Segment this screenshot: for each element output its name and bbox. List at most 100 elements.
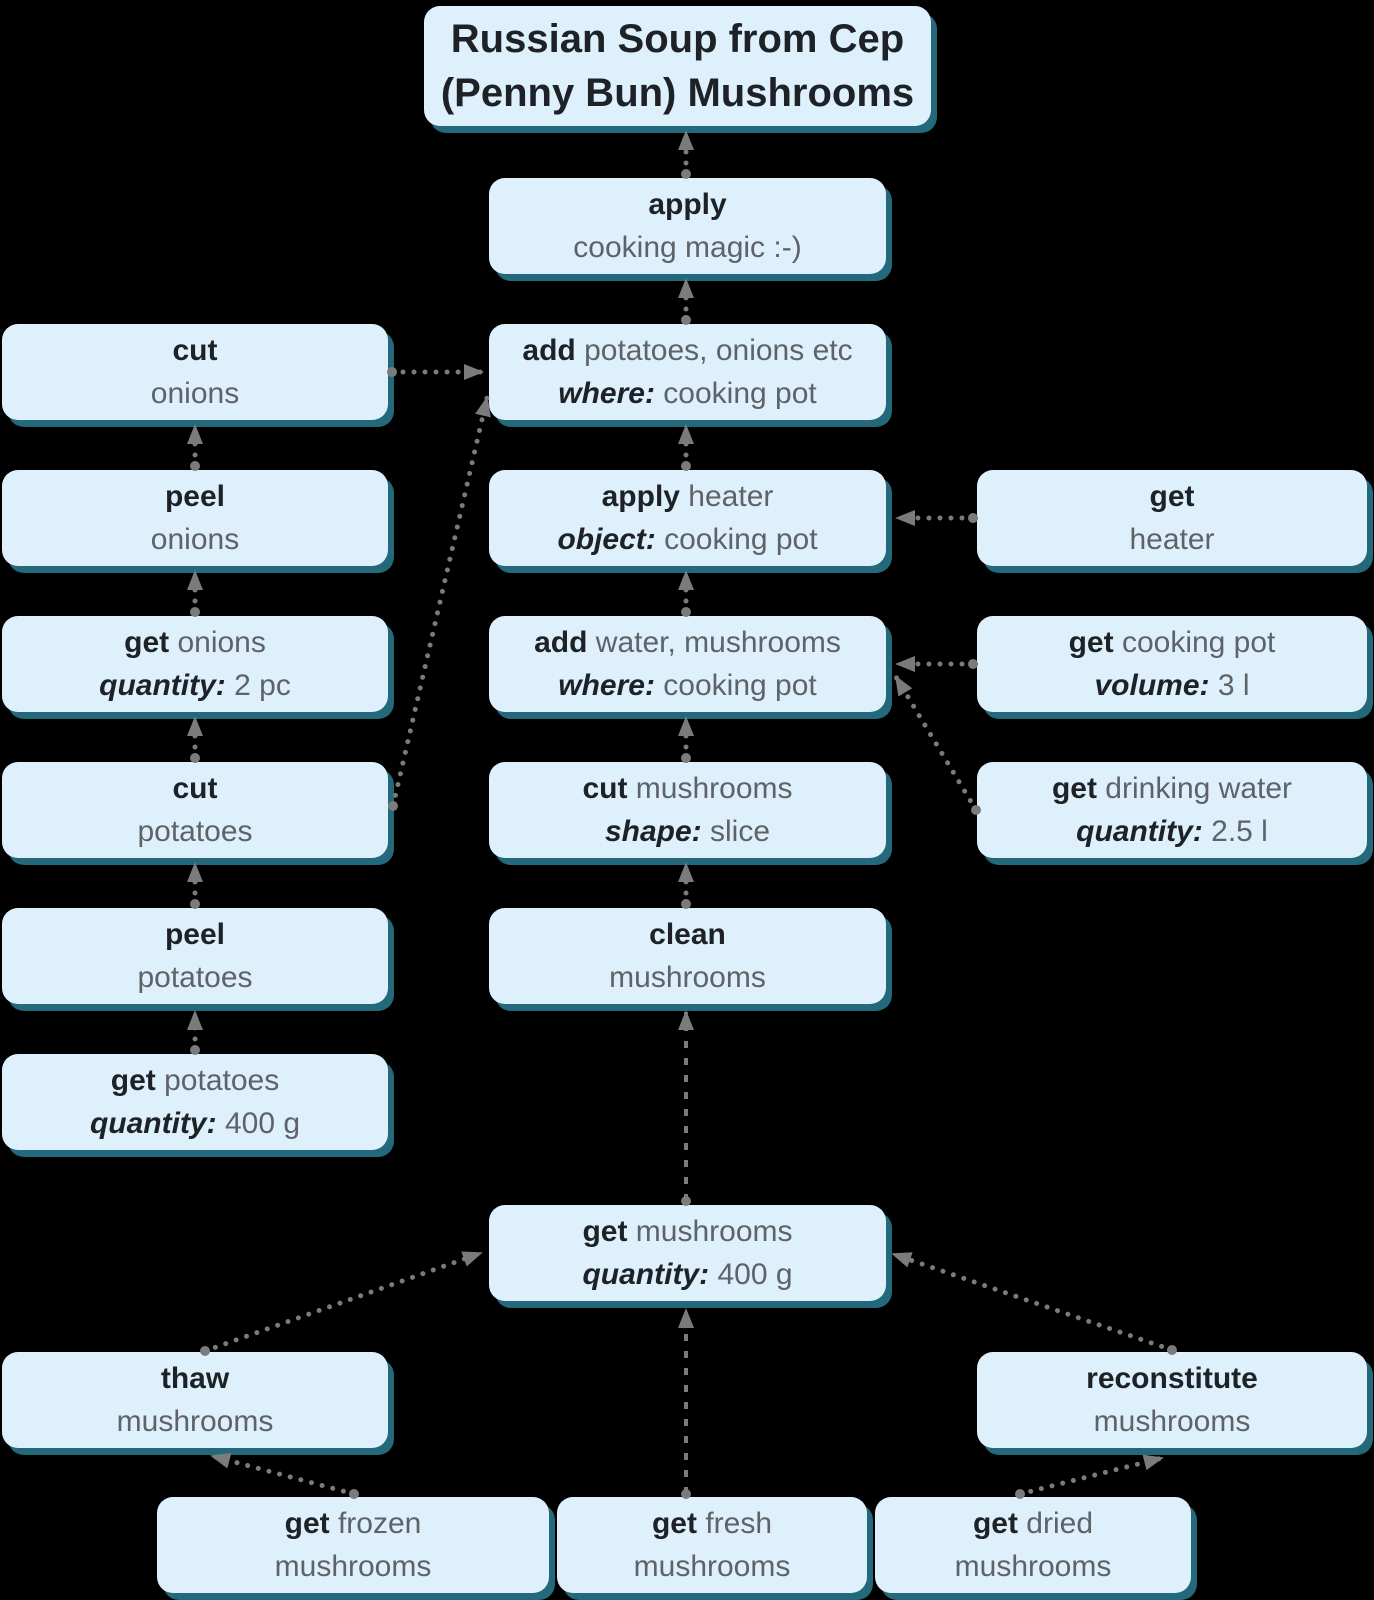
node-text: cooking pot bbox=[654, 669, 817, 702]
node-line1: cut bbox=[173, 329, 218, 372]
node-line2: where: cooking pot bbox=[558, 372, 816, 415]
node-text: cooking pot bbox=[1113, 626, 1276, 659]
node-line2: shape: slice bbox=[605, 810, 770, 853]
node-property: where: bbox=[558, 377, 655, 410]
node-line1: add potatoes, onions etc bbox=[522, 329, 852, 372]
node-line1: get fresh bbox=[652, 1502, 772, 1545]
node-line1: get onions bbox=[124, 621, 266, 664]
node-property: quantity: bbox=[89, 1107, 217, 1140]
node-property: quantity: bbox=[99, 669, 226, 702]
edge-reconstitute-mushrooms-to-get-mushrooms bbox=[890, 1251, 1177, 1355]
node-keyword: get bbox=[284, 1507, 330, 1540]
node-line1: get frozen bbox=[285, 1502, 422, 1545]
edge-cut-onions-to-add-potatoes bbox=[387, 364, 485, 380]
edge-add-potatoes-to-apply-magic bbox=[678, 277, 694, 325]
edge-apply-magic-to-title bbox=[678, 129, 694, 179]
node-keyword: Russian Soup from Cep bbox=[450, 17, 905, 61]
node-text: cooking pot bbox=[654, 377, 817, 410]
edge-get-frozen-mushrooms-to-thaw-mushrooms bbox=[209, 1452, 359, 1499]
node-line1: get cooking pot bbox=[1069, 621, 1276, 664]
node-line1: get dried bbox=[973, 1502, 1093, 1545]
node-keyword: apply bbox=[601, 480, 680, 513]
node-text: potatoes bbox=[137, 815, 253, 848]
node-property: volume: bbox=[1094, 669, 1210, 702]
edge-peel-onions-to-cut-onions bbox=[187, 423, 203, 471]
node-line2: mushrooms bbox=[609, 956, 766, 999]
node-keyword: peel bbox=[164, 918, 226, 951]
node-text: dried bbox=[1017, 1507, 1094, 1540]
node-title: Russian Soup from Cep (Penny Bun) Mushroo… bbox=[424, 6, 931, 126]
node-line1: apply bbox=[648, 183, 726, 226]
edge-get-drinking-water-to-add-water bbox=[893, 674, 981, 815]
edge-get-fresh-mushrooms-to-get-mushrooms bbox=[678, 1308, 694, 1499]
node-text: mushrooms bbox=[627, 772, 793, 805]
node-text: mushrooms bbox=[627, 1215, 793, 1248]
edge-line bbox=[893, 674, 979, 813]
node-line2: mushrooms bbox=[1094, 1400, 1251, 1443]
node-line2: quantity: 2 pc bbox=[99, 664, 291, 707]
node-keyword: reconstitute bbox=[1086, 1362, 1258, 1395]
node-keyword: (Penny Bun) Mushrooms bbox=[440, 71, 915, 115]
node-line2: potatoes bbox=[137, 810, 252, 853]
node-line2: quantity: 2.5 l bbox=[1076, 810, 1268, 853]
node-cut-onions: cut onions bbox=[2, 324, 388, 420]
edge-clean-mushrooms-to-cut-mushrooms bbox=[678, 861, 694, 909]
node-line1: get bbox=[1150, 475, 1195, 518]
edge-get-onions-to-peel-onions bbox=[187, 569, 203, 617]
node-get-dried-mushrooms: get dried mushrooms bbox=[875, 1497, 1191, 1593]
node-line1: get mushrooms bbox=[582, 1210, 792, 1253]
node-line2: where: cooking pot bbox=[558, 664, 816, 707]
node-text: mushrooms bbox=[609, 961, 766, 994]
node-line1: peel bbox=[165, 475, 225, 518]
node-text: fresh bbox=[696, 1507, 773, 1540]
node-line1: reconstitute bbox=[1086, 1357, 1258, 1400]
edge-get-mushrooms-to-clean-mushrooms bbox=[678, 1010, 694, 1206]
node-keyword: cut bbox=[582, 772, 628, 805]
node-property: quantity: bbox=[582, 1258, 710, 1291]
edge-cut-potatoes-to-get-onions bbox=[187, 715, 203, 763]
edge-peel-potatoes-to-cut-potatoes bbox=[187, 861, 203, 909]
edge-add-water-to-apply-heater bbox=[678, 569, 694, 617]
node-line2: onions bbox=[151, 518, 239, 561]
edge-line bbox=[202, 1250, 484, 1354]
node-line2: heater bbox=[1129, 518, 1214, 561]
node-keyword: cut bbox=[172, 772, 218, 805]
node-keyword: get bbox=[651, 1507, 697, 1540]
edge-get-dried-mushrooms-to-reconstitute-mushrooms bbox=[1015, 1454, 1165, 1499]
node-text: 3 l bbox=[1209, 669, 1250, 702]
node-text: mushrooms bbox=[954, 1550, 1112, 1583]
edge-thaw-mushrooms-to-get-mushrooms bbox=[200, 1250, 484, 1356]
edge-source-dot bbox=[388, 801, 398, 811]
node-text: frozen bbox=[329, 1507, 422, 1540]
node-keyword: thaw bbox=[160, 1362, 230, 1395]
node-keyword: get bbox=[972, 1507, 1018, 1540]
node-property: where: bbox=[558, 669, 655, 702]
node-line1: thaw bbox=[161, 1357, 229, 1400]
node-get-cooking-pot: get cooking pot volume: 3 l bbox=[977, 616, 1367, 712]
edge-line bbox=[1017, 1454, 1165, 1497]
node-text: cooking magic :-) bbox=[573, 231, 802, 264]
node-text: potatoes, onions etc bbox=[575, 334, 853, 367]
node-property: object: bbox=[557, 523, 656, 556]
node-line2: (Penny Bun) Mushrooms bbox=[441, 66, 914, 120]
node-keyword: apply bbox=[648, 188, 727, 221]
node-line2: cooking magic :-) bbox=[573, 226, 801, 269]
node-text: 2.5 l bbox=[1202, 815, 1268, 848]
node-text: cooking pot bbox=[655, 523, 818, 556]
node-keyword: cut bbox=[172, 334, 218, 367]
node-text: 2 pc bbox=[225, 669, 291, 702]
node-text: onions bbox=[150, 377, 240, 410]
edge-apply-heater-to-add-potatoes bbox=[678, 423, 694, 471]
